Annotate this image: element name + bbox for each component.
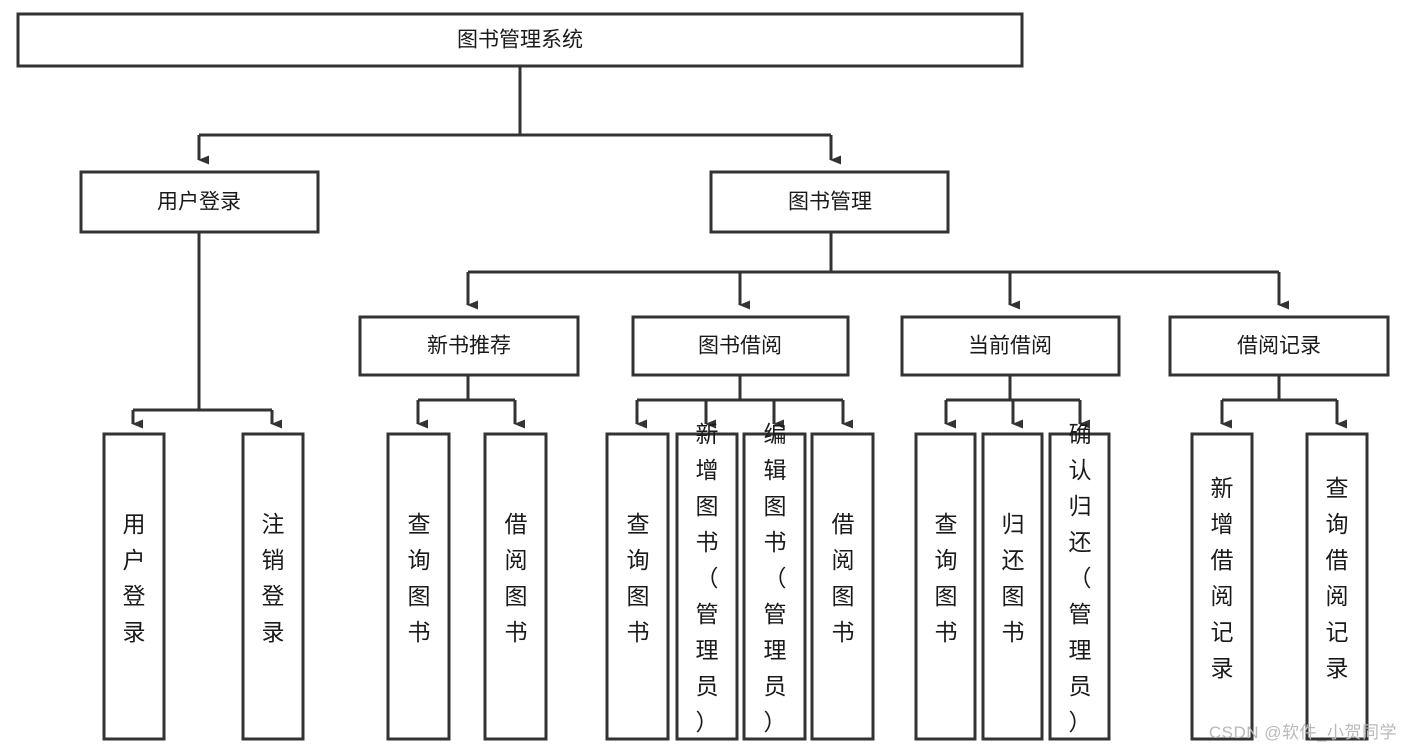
leaf-add-record-label: 新增借阅记录 [1211,475,1234,681]
node-new-book-recommend-box[interactable] [358,315,580,377]
connector-layer [131,66,1347,429]
node-new-book-recommend[interactable]: 新书推荐 [358,315,580,377]
leaf-borrow-book-2-box[interactable] [810,432,875,741]
node-book-borrow[interactable]: 图书借阅 [631,315,850,377]
leaf-logout[interactable]: 注销登录 [241,432,305,741]
node-user-login-label: 用户登录 [157,191,241,214]
node-new-book-recommend-label: 新书推荐 [427,335,511,358]
leaf-add-book-box[interactable] [675,432,739,741]
leaf-query-book-2-box[interactable] [605,432,670,741]
node-book-borrow-box[interactable] [631,315,850,377]
leaf-borrow-book-2[interactable]: 借阅图书 [810,432,875,741]
leaf-logout-label: 注销登录 [262,511,285,645]
leaf-edit-book-box[interactable] [742,432,807,741]
node-user-login-box[interactable] [79,170,320,234]
node-current-borrow-label: 当前借阅 [968,335,1052,358]
node-book-manage[interactable]: 图书管理 [709,170,950,234]
leaf-add-record-box[interactable] [1190,432,1254,741]
leaf-return-book[interactable]: 归还图书 [981,432,1044,741]
leaf-edit-book[interactable]: 编辑图书（管理员） [742,421,807,741]
leaf-query-record-box[interactable] [1305,432,1369,741]
leaf-query-book-1[interactable]: 查询图书 [386,432,451,741]
leaf-query-book-3-label: 查询图书 [935,511,958,645]
leaf-add-book[interactable]: 新增图书（管理员） [675,421,739,741]
leaf-query-record-label: 查询借阅记录 [1326,475,1349,681]
node-book-manage-label: 图书管理 [788,191,872,214]
leaf-query-book-1-label: 查询图书 [408,511,431,645]
leaf-query-book-2[interactable]: 查询图书 [605,432,670,741]
node-current-borrow-box[interactable] [900,315,1121,377]
node-borrow-record-label: 借阅记录 [1237,335,1321,358]
node-user-login[interactable]: 用户登录 [79,170,320,234]
leaf-return-book-box[interactable] [981,432,1044,741]
leaf-borrow-book-1-box[interactable] [483,432,548,741]
leaf-add-record[interactable]: 新增借阅记录 [1190,432,1254,741]
leaf-borrow-book-2-label: 借阅图书 [832,511,855,645]
node-book-borrow-label: 图书借阅 [698,335,782,358]
leaf-query-book-2-label: 查询图书 [627,511,650,645]
node-borrow-record-box[interactable] [1168,315,1390,377]
leaf-add-book-label: 新增图书（管理员） [696,421,719,735]
leaf-confirm-return[interactable]: 确认归还（管理员） [1048,421,1111,741]
node-borrow-record[interactable]: 借阅记录 [1168,315,1390,377]
leaf-confirm-return-box[interactable] [1048,432,1111,741]
leaf-user-login-box[interactable] [102,432,166,741]
node-root-label: 图书管理系统 [457,29,583,52]
leaf-confirm-return-label: 确认归还（管理员） [1069,421,1092,735]
watermark: CSDN @软件_小贺同学 [1208,723,1397,742]
leaf-query-book-1-box[interactable] [386,432,451,741]
leaf-edit-book-label: 编辑图书（管理员） [764,421,787,735]
node-current-borrow[interactable]: 当前借阅 [900,315,1121,377]
leaf-query-record[interactable]: 查询借阅记录 [1305,432,1369,741]
leaf-logout-box[interactable] [241,432,305,741]
leaf-borrow-book-1-label: 借阅图书 [505,511,528,645]
leaf-return-book-label: 归还图书 [1002,511,1025,645]
leaf-borrow-book-1[interactable]: 借阅图书 [483,432,548,741]
node-root-box[interactable] [16,12,1024,68]
node-book-manage-box[interactable] [709,170,950,234]
leaf-query-book-3[interactable]: 查询图书 [914,432,977,741]
leaf-query-book-3-box[interactable] [914,432,977,741]
leaf-user-login-label: 用户登录 [123,511,146,645]
leaf-user-login[interactable]: 用户登录 [102,432,166,741]
node-root[interactable]: 图书管理系统 [16,12,1024,68]
